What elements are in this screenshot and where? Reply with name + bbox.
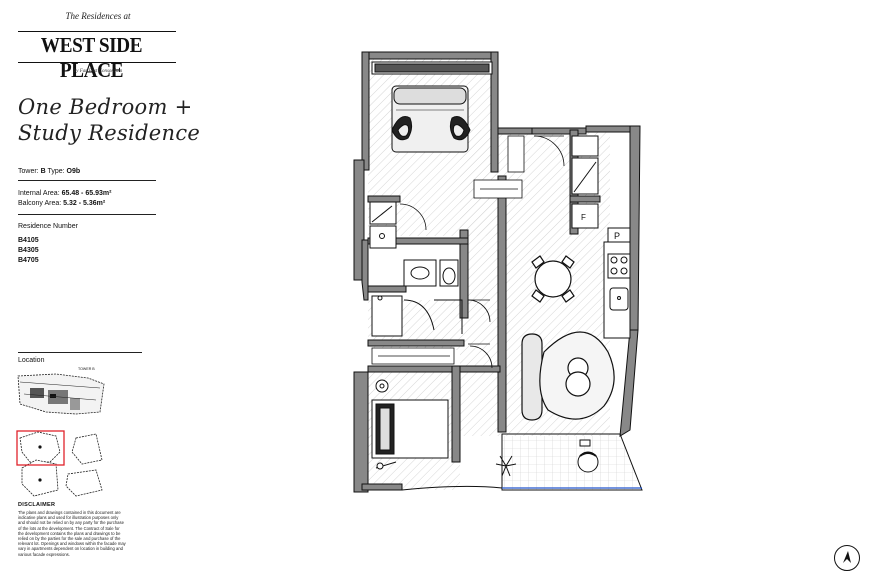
tower-tag: TOWER B — [78, 367, 95, 371]
disclaimer-title: DISCLAIMER — [18, 502, 56, 508]
disclaimer-text: The plans and drawings contained in this… — [18, 510, 126, 557]
tower-label: Tower: — [18, 168, 39, 175]
tower-outline — [65, 469, 103, 497]
bedroom-furniture — [371, 61, 493, 153]
tower-marker — [38, 478, 42, 482]
divider — [18, 214, 156, 215]
brand-rule-bottom — [18, 62, 176, 63]
internal-area-label: Internal Area: — [18, 190, 60, 197]
tower-type-row: Tower: B Type: O9b — [18, 167, 80, 176]
residence-number-label: Residence Number — [18, 223, 78, 230]
location-title: Location — [18, 357, 45, 364]
balcony-area-value: 5.32 - 5.36m² — [63, 200, 106, 207]
internal-area-row: Internal Area: 65.48 - 65.93m² — [18, 189, 111, 198]
tower-marker — [38, 445, 42, 449]
sofa — [521, 331, 615, 421]
balcony-area-row: Balcony Area: 5.32 - 5.36m² — [18, 199, 105, 208]
door-swings — [399, 135, 565, 369]
residence-number: B4305 — [18, 247, 39, 254]
pantry-mark: P — [614, 231, 620, 241]
divider — [18, 180, 156, 181]
north-arrow-icon — [834, 545, 860, 571]
fridge-mark: F — [581, 213, 586, 222]
internal-area-value: 65.48 - 65.93m² — [61, 190, 112, 197]
residence-number: B4105 — [18, 237, 39, 244]
tower-outline — [21, 459, 59, 497]
type-label: Type: — [47, 168, 65, 175]
plant-icon — [495, 455, 517, 477]
tower-value: B — [40, 168, 46, 175]
facade-line — [401, 485, 503, 491]
storage-cupboard — [369, 201, 397, 249]
floor-plan: F P — [353, 51, 643, 493]
type-value: O9b — [66, 168, 81, 175]
balcony-area-label: Balcony Area: — [18, 200, 62, 207]
residence-title-line2: Study Residence — [18, 121, 201, 145]
dining-table — [531, 255, 575, 303]
balcony — [501, 433, 643, 491]
brand-rule-top — [18, 31, 176, 32]
sink-icon — [609, 287, 629, 311]
brand-subtitle: The Residences at — [65, 11, 131, 21]
divider — [18, 352, 142, 353]
cooktop-icon — [607, 253, 631, 279]
brand-title: WEST SIDE PLACE — [40, 33, 143, 82]
highlight-box — [16, 430, 65, 466]
site-plan — [17, 373, 105, 415]
residence-title-line1: One Bedroom + — [18, 95, 193, 119]
armchair-icon — [391, 116, 413, 141]
location-key-plan: TOWER B — [16, 367, 105, 497]
bathroom-fixtures — [371, 259, 463, 337]
brand-byline: by Far East Consortium — [73, 69, 123, 74]
residence-number: B4705 — [18, 257, 39, 264]
study-desk — [371, 379, 449, 470]
tower-outline — [71, 433, 103, 465]
wardrobe — [371, 135, 525, 365]
pantry-box — [607, 227, 631, 243]
armchair-icon — [449, 116, 471, 141]
